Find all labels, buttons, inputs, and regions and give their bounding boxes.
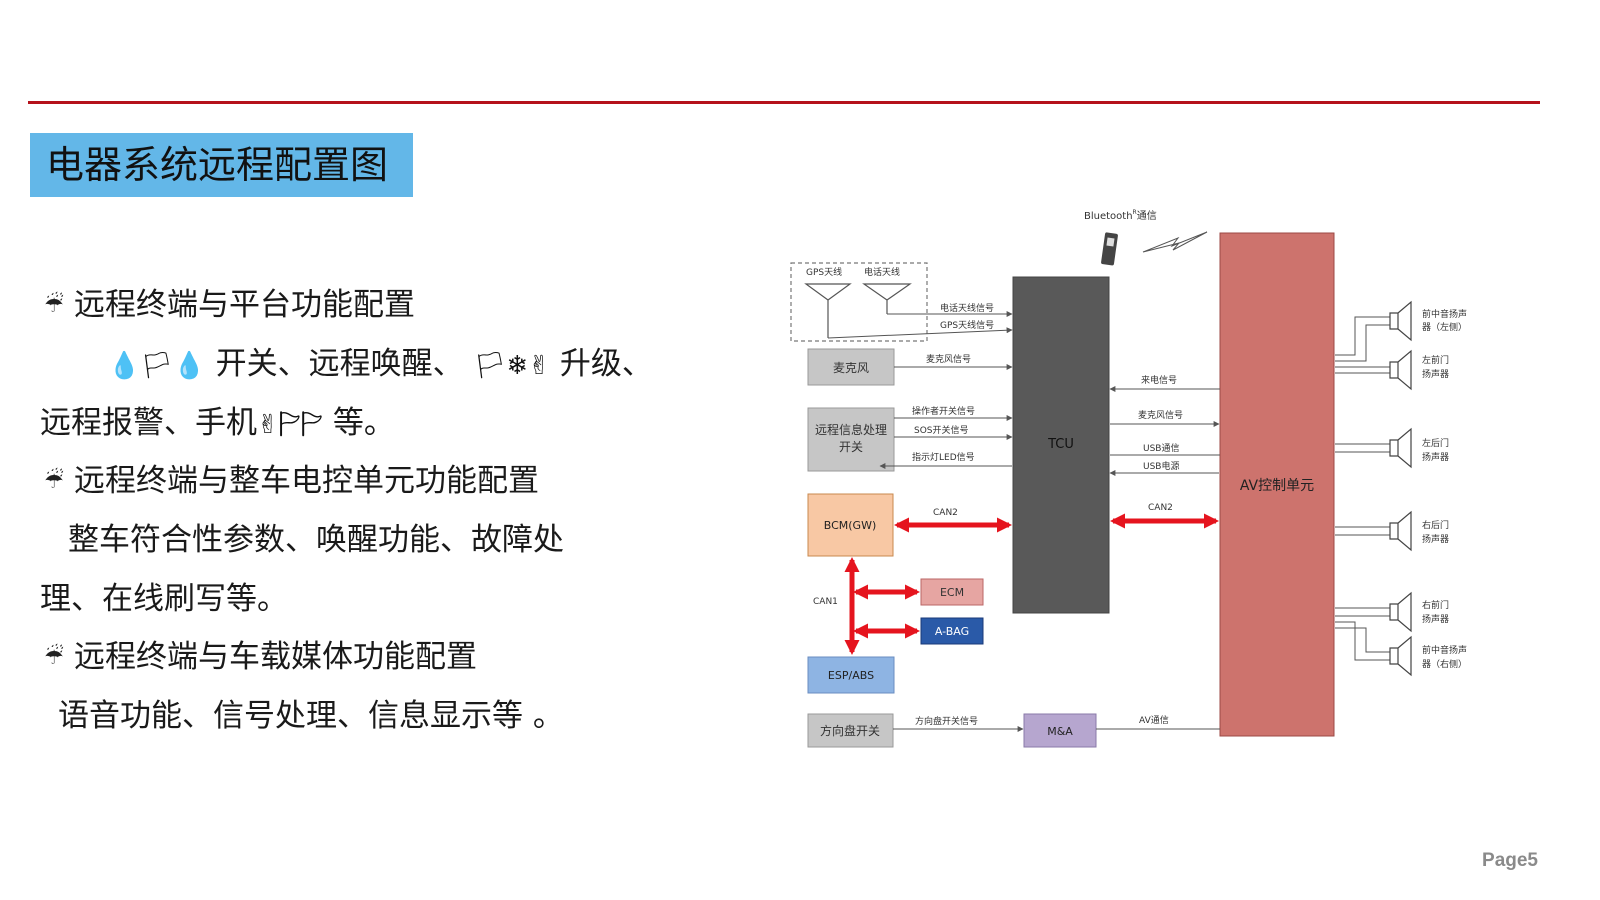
rain-cloud-bullet-icon: ☔ [44, 293, 64, 318]
speaker-label: 左后门 [1422, 437, 1449, 449]
can1-label: CAN1 [813, 597, 838, 607]
wingdings-glyphs: ✌🏱🏱 [257, 410, 324, 440]
detail-text: 开关、远程唤醒、 [215, 346, 464, 382]
tcu-box [1012, 276, 1110, 614]
remote-switch-label-2: 开关 [839, 440, 863, 454]
speaker-front-left-door-icon [1389, 349, 1412, 391]
usb-power-label: USB电源 [1143, 460, 1179, 472]
can2-left-label: CAN2 [933, 508, 958, 518]
speaker-rear-right-door-icon [1389, 510, 1412, 552]
led-signal-label: 指示灯LED信号 [912, 451, 975, 463]
speaker-label: 右前门 [1422, 599, 1449, 611]
esp-abs-label: ESP/ABS [828, 669, 874, 682]
speaker-front-mid-left-icon [1389, 300, 1412, 342]
speaker-front-mid-right-icon [1389, 635, 1412, 677]
bullet-detail-line: 语音功能、信号处理、信息显示等 。 [58, 696, 564, 736]
ma-box [1023, 713, 1097, 748]
abag-box [920, 617, 984, 645]
wingdings-glyphs: 🏳❄✌ [473, 351, 551, 381]
detail-text: 等。 [332, 405, 395, 441]
ma-label: M&A [1047, 725, 1073, 738]
remote-switch-label-1: 远程信息处理 [815, 422, 887, 437]
bullet-detail-line: 理、在线刷写等。 [40, 579, 288, 619]
bullet-detail-line: 💧🏳💧 开关、远程唤醒、 🏳❄✌ 升级、 [108, 344, 653, 386]
tcu-label: TCU [1047, 437, 1074, 452]
steering-switch-box [807, 713, 894, 748]
operator-switch-signal-label: 操作者开关信号 [912, 405, 975, 417]
rain-cloud-bullet-icon: ☔ [44, 469, 64, 494]
bcm-box [807, 493, 894, 557]
bullet-item-media: ☔ 远程终端与车载媒体功能配置 [44, 637, 477, 678]
sos-switch-signal-label: SOS开关信号 [914, 424, 969, 436]
mobile-phone-icon [1101, 232, 1118, 266]
title-banner: 电器系统远程配置图 [30, 133, 413, 197]
top-divider [28, 101, 1540, 104]
bullet-text: 远程终端与平台功能配置 [74, 287, 415, 323]
speaker-rear-left-door-icon [1389, 427, 1412, 469]
rain-cloud-bullet-icon: ☔ [44, 645, 64, 670]
wingdings-glyphs: 💧🏳💧 [108, 351, 206, 381]
detail-text: 整车符合性参数、唤醒功能、故障处 [68, 522, 564, 558]
gps-antenna-icon [804, 283, 852, 338]
can2-right-label: CAN2 [1148, 503, 1173, 513]
speaker-label: 左前门 [1422, 354, 1449, 366]
bullet-text: 远程终端与车载媒体功能配置 [74, 639, 477, 675]
remote-info-switch-box [807, 407, 895, 472]
speaker-label: 扬声器 [1422, 613, 1449, 625]
abag-label: A-BAG [935, 625, 969, 638]
speaker-front-right-door-icon [1389, 591, 1412, 633]
speaker-label: 扬声器 [1422, 533, 1449, 545]
speaker-label: 器（左侧） [1422, 321, 1467, 333]
bullet-detail-line: 整车符合性参数、唤醒功能、故障处 [68, 520, 564, 560]
slide-title: 电器系统远程配置图 [46, 143, 389, 187]
bcm-label: BCM(GW) [824, 519, 877, 532]
av-control-unit-box [1219, 232, 1335, 737]
ecm-box [920, 578, 984, 606]
speaker-label: 右后门 [1422, 519, 1449, 531]
bullet-item-platform: ☔ 远程终端与平台功能配置 [44, 285, 415, 326]
bullet-text: 远程终端与整车电控单元功能配置 [74, 463, 539, 499]
esp-abs-box [807, 656, 895, 694]
bluetooth-label: BluetoothR通信 [1084, 209, 1157, 222]
phone-antenna-signal-label: 电话天线信号 [940, 302, 994, 314]
detail-text: 理、在线刷写等。 [40, 581, 288, 617]
usb-comm-label: USB通信 [1143, 442, 1179, 454]
microphone-label: 麦克风 [833, 361, 869, 375]
detail-text: 升级、 [559, 346, 653, 382]
av-mic-signal-label: 麦克风信号 [1138, 409, 1183, 421]
microphone-box [807, 348, 895, 386]
lightning-wireless-icon [1142, 231, 1208, 253]
bullet-detail-line: 远程报警、手机✌🏱🏱 等。 [40, 403, 395, 445]
speaker-label: 扬声器 [1422, 368, 1449, 380]
page-number: Page5 [1482, 850, 1538, 871]
steering-switch-label: 方向盘开关 [820, 723, 880, 738]
steering-switch-signal-label: 方向盘开关信号 [915, 715, 978, 727]
gps-antenna-signal-label: GPS天线信号 [940, 319, 994, 331]
detail-text: 远程报警、手机 [40, 405, 257, 441]
phone-antenna-label: 电话天线 [864, 266, 900, 278]
av-comm-label: AV通信 [1139, 714, 1169, 726]
speaker-label: 前中音扬声 [1422, 644, 1467, 656]
antenna-group [790, 262, 928, 342]
phone-antenna-icon [862, 283, 912, 314]
gps-antenna-label: GPS天线 [806, 266, 842, 278]
detail-text: 语音功能、信号处理、信息显示等 。 [58, 698, 564, 734]
incoming-call-signal-label: 来电信号 [1141, 374, 1177, 386]
microphone-signal-label: 麦克风信号 [926, 353, 971, 365]
speaker-label: 器（右侧） [1422, 658, 1467, 670]
speaker-label: 扬声器 [1422, 451, 1449, 463]
av-control-unit-label: AV控制单元 [1240, 478, 1314, 494]
speaker-wiring-left [1335, 316, 1390, 661]
ecm-label: ECM [940, 586, 964, 599]
bullet-item-vehicle: ☔ 远程终端与整车电控单元功能配置 [44, 461, 539, 502]
speaker-label: 前中音扬声 [1422, 308, 1467, 320]
